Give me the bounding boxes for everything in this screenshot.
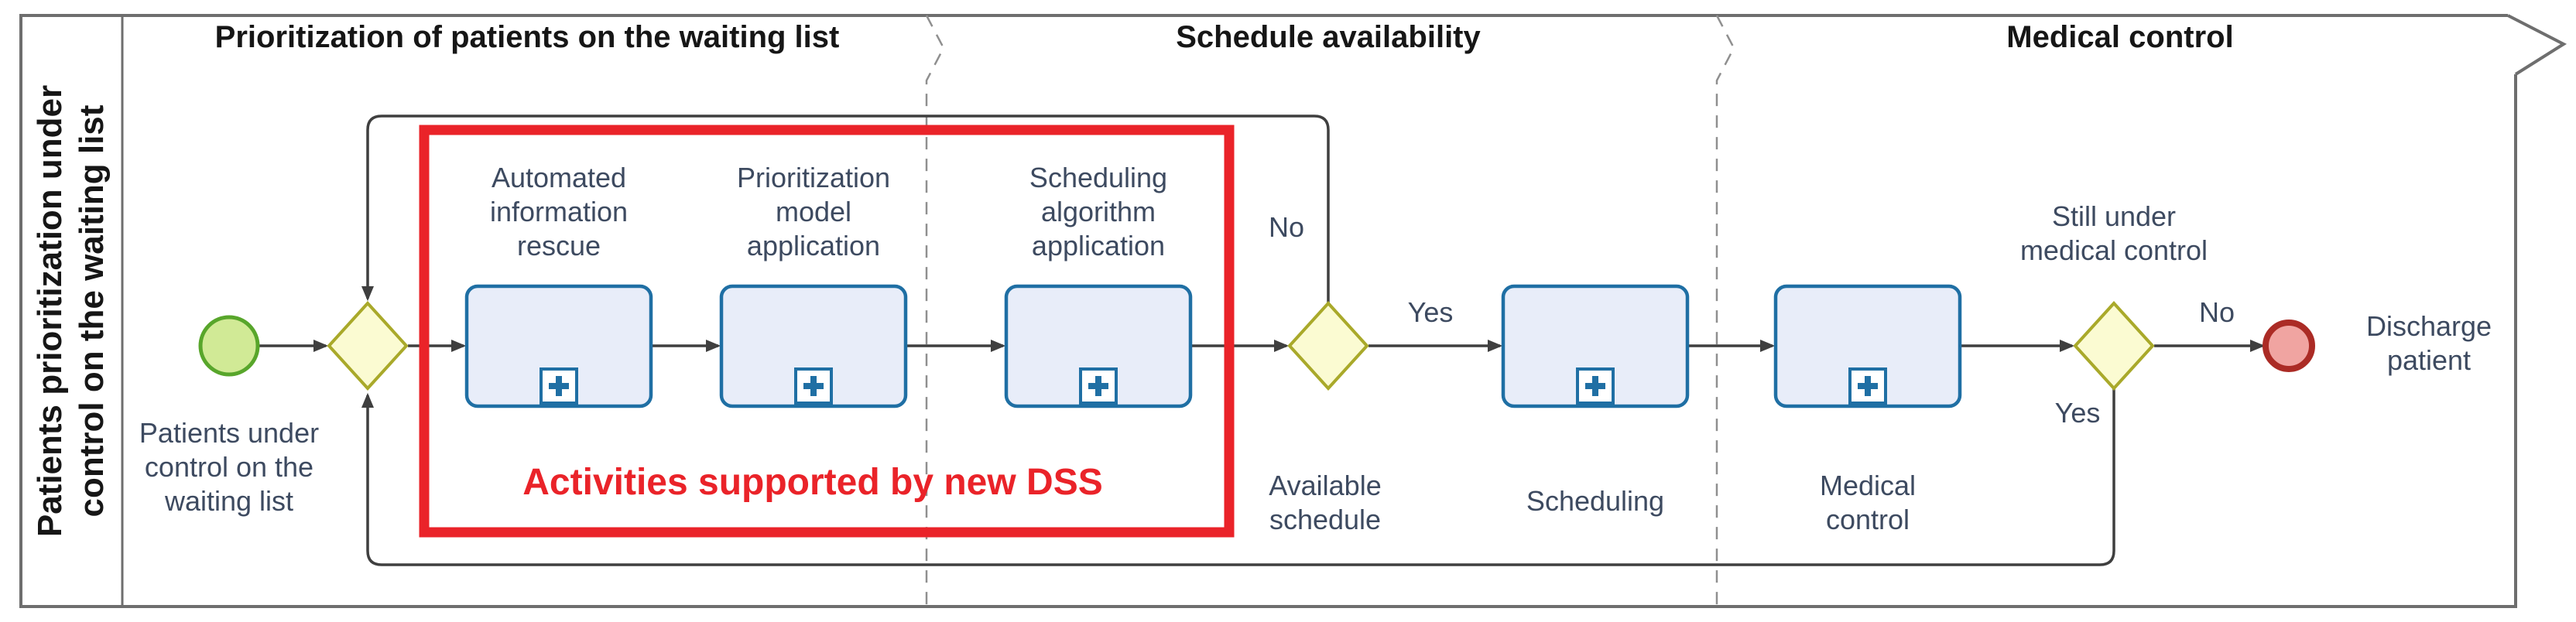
- gateway-label-available-schedule: Available schedule: [1269, 469, 1381, 537]
- task-label-prioritization-model-application: Prioritization model application: [737, 161, 890, 263]
- dss-annotation: Activities supported by new DSS: [522, 462, 1103, 503]
- label-line: model: [775, 196, 852, 227]
- label-line: control on the: [144, 451, 314, 483]
- label-line: patient: [2386, 344, 2472, 376]
- label-line: control: [1825, 504, 1910, 535]
- task-label-scheduling-algorithm-application: Scheduling algorithm application: [1029, 161, 1167, 263]
- subprocess-plus-icon: [1576, 367, 1615, 405]
- branch-label-no: No: [2198, 296, 2235, 328]
- pool-border: [19, 14, 2567, 608]
- subprocess-plus-icon: [1079, 367, 1118, 405]
- label-line: Scheduling: [1526, 485, 1665, 517]
- label-line: Automated: [491, 162, 627, 193]
- label-line: Still under: [2051, 200, 2177, 232]
- subprocess-plus-icon: [794, 367, 833, 405]
- branch-label-yes: Yes: [1407, 296, 1454, 328]
- phase-title-medical-control: Medical control: [2006, 20, 2234, 54]
- branch-label-no: No: [1268, 211, 1305, 243]
- label-line: application: [746, 230, 881, 261]
- pool-label-line: control on the waiting list: [73, 104, 111, 518]
- label-line: Available: [1269, 470, 1382, 501]
- label-line: Patients under: [139, 417, 320, 449]
- gateway-label-still-under-medical-control: Still under medical control: [2020, 200, 2208, 268]
- subprocess-plus-icon: [1848, 367, 1887, 405]
- phase-separator-2: [1715, 15, 1735, 607]
- label-line: information: [489, 196, 629, 227]
- task-label-automated-information-rescue: Automated information rescue: [490, 161, 628, 263]
- pool-label-line: Patients prioritization under: [31, 84, 69, 538]
- pool-label: Patients prioritization under control on…: [29, 85, 113, 537]
- start-event-label: Patients under control on the waiting li…: [139, 416, 319, 518]
- task-scheduling: [1501, 284, 1690, 408]
- phase-title-prioritization: Prioritization of patients on the waitin…: [214, 20, 840, 54]
- end-event-circle: [2263, 320, 2315, 372]
- label-line: Prioritization: [736, 162, 891, 193]
- label-line: waiting list: [164, 485, 294, 517]
- task-scheduling-algorithm-application: [1004, 284, 1193, 408]
- label-line: medical control: [2019, 234, 2208, 266]
- task-prioritization-model-application: [719, 284, 908, 408]
- end-event-label: Discharge patient: [2366, 309, 2492, 378]
- phase-title-schedule-availability: Schedule availability: [1176, 20, 1481, 54]
- label-line: application: [1031, 230, 1166, 261]
- task-label-medical-control: Medical control: [1820, 469, 1916, 537]
- dss-highlight-box: [419, 125, 1235, 538]
- branch-label-yes: Yes: [2054, 397, 2101, 429]
- label-line: schedule: [1269, 504, 1382, 535]
- label-line: Discharge: [2365, 310, 2492, 342]
- task-medical-control: [1773, 284, 1962, 408]
- label-line: rescue: [516, 230, 601, 261]
- merge-gateway-shape: [327, 301, 409, 391]
- still-under-control-gateway-shape: [2073, 301, 2155, 391]
- label-line: Scheduling: [1029, 162, 1168, 193]
- subprocess-plus-icon: [540, 367, 578, 405]
- label-line: algorithm: [1040, 196, 1156, 227]
- label-line: Medical: [1819, 470, 1917, 501]
- task-label-scheduling: Scheduling: [1526, 484, 1664, 518]
- phase-separator-1: [925, 15, 945, 607]
- task-automated-information-rescue: [464, 284, 653, 408]
- available-schedule-gateway-shape: [1287, 301, 1369, 391]
- start-event-circle: [198, 315, 260, 377]
- flow-yes-loopback-bottom: [361, 388, 2115, 566]
- flow-no-loopback-top: [361, 114, 1330, 303]
